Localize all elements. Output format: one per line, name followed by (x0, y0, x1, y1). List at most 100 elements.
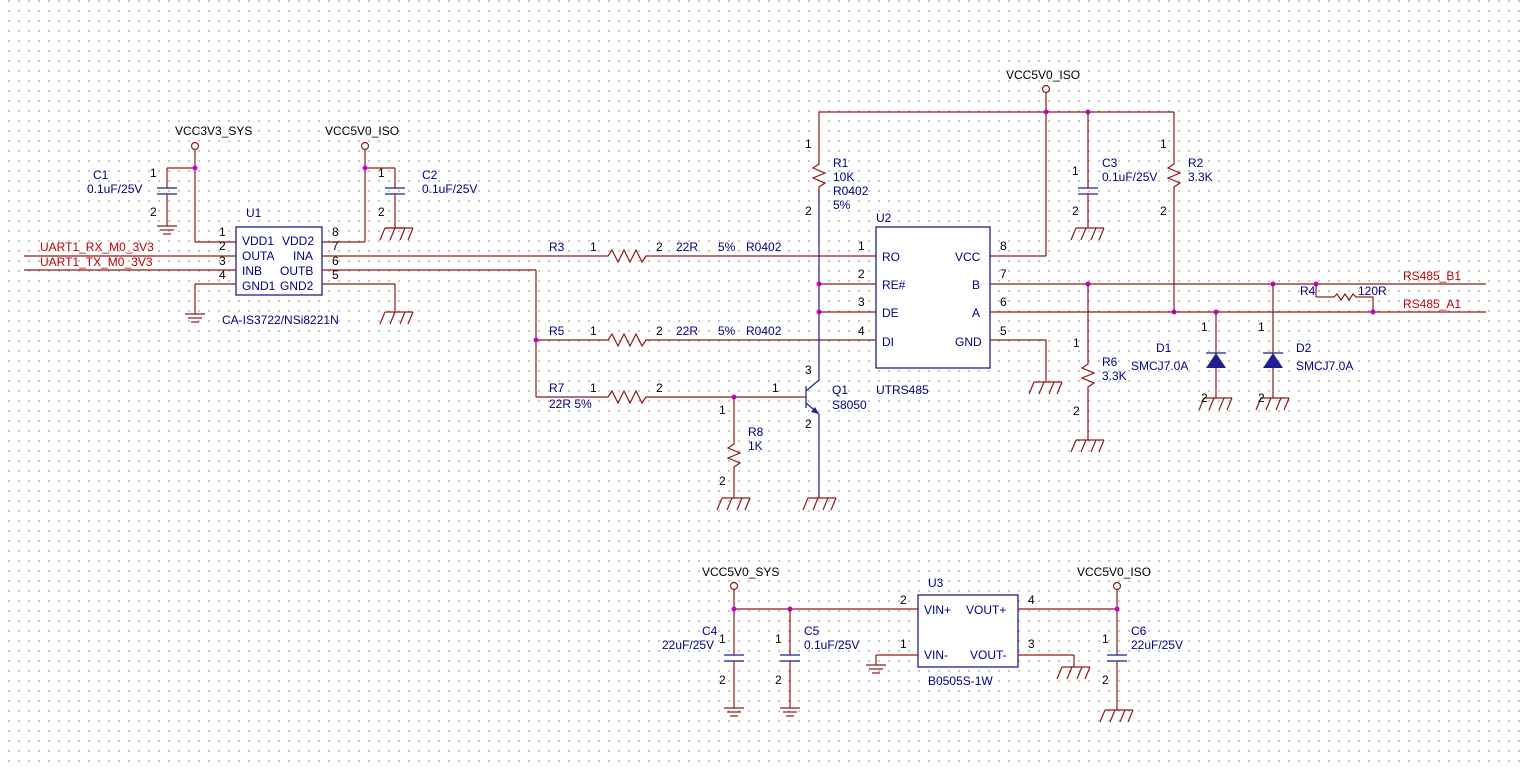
vcc5v0-sys-label: VCC5V0_SYS (702, 565, 779, 579)
r4-value: 120R (1358, 284, 1387, 298)
u3-section: VCC5V0_SYS C4 22uF/25V 1 2 C5 0.1uF/25V … (662, 565, 1183, 723)
r8-ref: R8 (748, 425, 764, 439)
pin-num: 2 (150, 205, 157, 219)
u3-part: B0505S-1W (928, 674, 993, 688)
r3-value: 22R (676, 240, 698, 254)
pin-num: 2 (775, 673, 782, 687)
u3-pin-vout-minus: VOUT- (970, 648, 1007, 662)
r1-tol: 5% (833, 198, 851, 212)
r4-ref: R4 (1300, 284, 1316, 298)
c6-ref: C6 (1131, 624, 1147, 638)
power-port-icon (1041, 84, 1051, 94)
u3-body (917, 594, 1019, 668)
u3-pin-vin-minus: VIN- (924, 648, 948, 662)
pin-num: 2 (719, 474, 726, 488)
pin-num: 1 (219, 225, 226, 239)
r6-ref: R6 (1102, 355, 1118, 369)
transistor-q1: Q1 S8050 3 2 (800, 363, 867, 511)
c3-ref: C3 (1102, 156, 1118, 170)
net-uart-tx: UART1_TX_M0_3V3 (40, 255, 153, 269)
r3-tol: 5% (718, 240, 736, 254)
pin-num: 1 (805, 137, 812, 151)
vcc5v0-iso-label-u1: VCC5V0_ISO (325, 124, 399, 138)
pin-num: 1 (1072, 164, 1079, 178)
pin-num: 1 (900, 637, 907, 651)
pin-num: 4 (219, 268, 226, 282)
r7-value: 22R 5% (549, 397, 592, 411)
u3-pin-vout-plus: VOUT+ (966, 603, 1006, 617)
u2-pin-gnd: GND (955, 335, 982, 349)
r8-value: 1K (748, 439, 763, 453)
pin-num: 1 (590, 324, 597, 338)
c5-ref: C5 (804, 624, 820, 638)
pin-num: 8 (332, 225, 339, 239)
c5-value: 0.1uF/25V (804, 638, 859, 652)
u2-pin-de: DE (882, 306, 899, 320)
u2-part: UTRS485 (876, 383, 929, 397)
r5-ref: R5 (549, 324, 565, 338)
pin-num: 4 (1028, 593, 1035, 607)
r5-tol: 5% (718, 324, 736, 338)
net-rs485-b: RS485_B1 (1403, 269, 1461, 283)
pin-num: 1 (1160, 137, 1167, 151)
pin-num: 1 (775, 632, 782, 646)
pin-num: 2 (900, 593, 907, 607)
u2-pin-di: DI (882, 335, 894, 349)
resistor-r8: R8 1K 1 2 (716, 397, 764, 511)
r6-value: 3.3K (1102, 369, 1127, 383)
u2-ref: U2 (876, 211, 892, 225)
u2-pin-re: RE# (882, 278, 906, 292)
pin-num: 1 (719, 403, 726, 417)
u1-pin-ina: INA (293, 249, 313, 263)
pin-num: 1 (1102, 632, 1109, 646)
u2-pin-b: B (972, 278, 980, 292)
u2-section: VCC5V0_ISO R1 10K R0402 5% 1 2 C3 0.1uF/… (805, 68, 1486, 453)
pin-num: 1 (378, 166, 385, 180)
power-port-icon (190, 141, 200, 151)
pin-num: 8 (1000, 239, 1007, 253)
d2-value: SMCJ7.0A (1296, 359, 1353, 373)
pin-num: 3 (805, 363, 812, 377)
pin-num: 2 (1201, 391, 1208, 405)
pin-num: 7 (1000, 267, 1007, 281)
pin-num: 1 (590, 240, 597, 254)
pin-num: 3 (858, 295, 865, 309)
pin-num: 1 (1073, 336, 1080, 350)
q1-ref: Q1 (832, 383, 848, 397)
d2-ref: D2 (1296, 341, 1312, 355)
r5-pkg: R0402 (746, 324, 782, 338)
d1-ref: D1 (1156, 341, 1172, 355)
u1-pin-gnd2: GND2 (280, 279, 314, 293)
pin-num: 6 (1000, 295, 1007, 309)
pin-num: 2 (656, 324, 663, 338)
pin-num: 1 (1201, 320, 1208, 334)
resistor-r3: R3 1 2 22R 5% R0402 (549, 240, 876, 264)
u1-body (235, 226, 323, 296)
net-uart-rx: UART1_RX_M0_3V3 (40, 240, 154, 254)
r1-value: 10K (833, 170, 854, 184)
u1-pin-vdd2: VDD2 (282, 234, 314, 248)
pin-num: 1 (150, 166, 157, 180)
power-port-icon (1112, 581, 1122, 591)
capacitor-c1: C1 0.1uF/25V 1 2 (87, 166, 177, 235)
q1-value: S8050 (832, 398, 867, 412)
vcc5v0-iso-label-u2: VCC5V0_ISO (1006, 68, 1080, 82)
u1-pin-outa: OUTA (242, 249, 274, 263)
emitter-arrow-icon (811, 407, 819, 414)
r7-ref: R7 (549, 381, 565, 395)
u2-pin-vcc: VCC (955, 250, 981, 264)
pin-num: 2 (1073, 404, 1080, 418)
pin-num: 5 (1000, 324, 1007, 338)
u2-body (875, 226, 991, 369)
vcc3v3-sys-label: VCC3V3_SYS (175, 124, 252, 138)
diode-icon (1206, 353, 1226, 368)
pin-num: 2 (656, 381, 663, 395)
c1-value: 0.1uF/25V (87, 182, 142, 196)
u3-ref: U3 (928, 576, 944, 590)
u1-part: CA-IS3722/NSi8221N (222, 313, 339, 327)
u2-pin-ro: RO (882, 250, 900, 264)
u2-pin-a: A (972, 306, 980, 320)
resistor-r5: R5 1 2 22R 5% R0402 (549, 324, 876, 348)
pin-num: 2 (1072, 204, 1079, 218)
c3-value: 0.1uF/25V (1102, 170, 1157, 184)
